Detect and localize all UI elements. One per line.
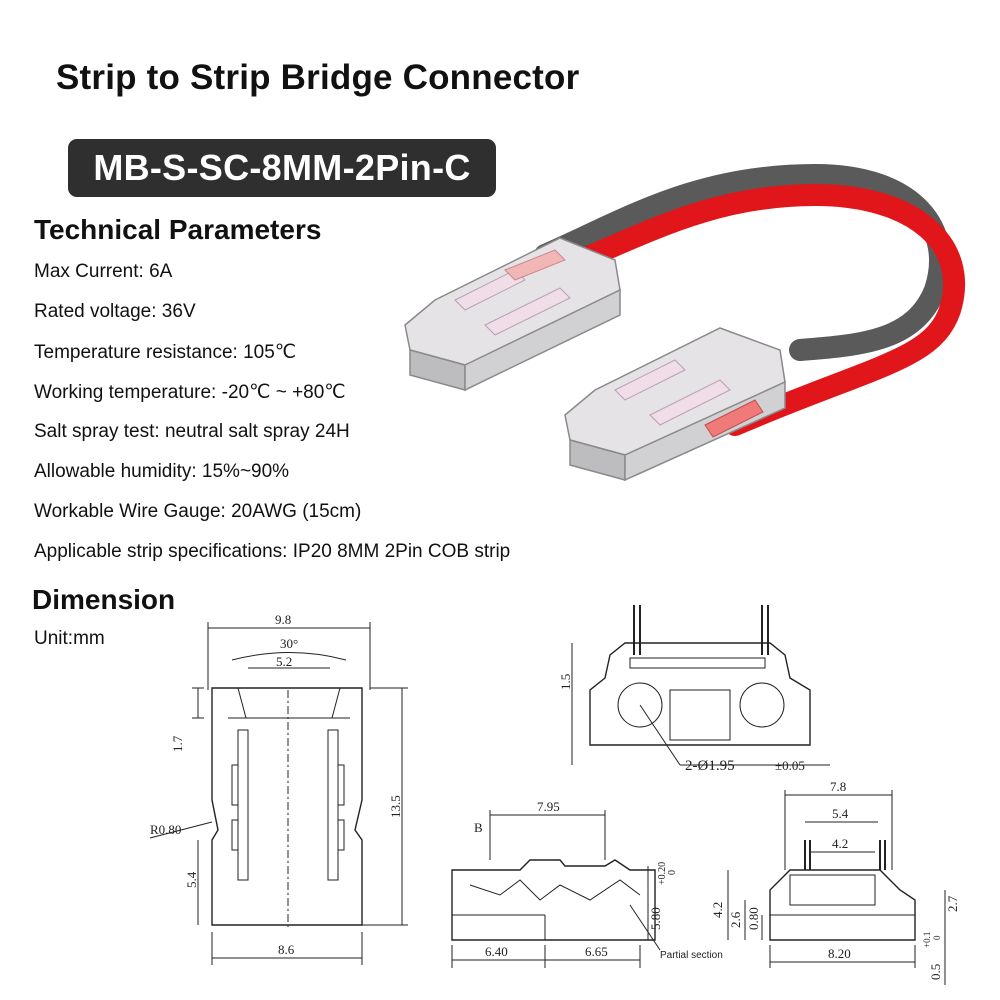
dim-side-tol-plus: +0.20 (657, 862, 668, 885)
dim-holes-tol: ±0.05 (775, 758, 805, 773)
dim-end-tol-zero: 0 (932, 935, 942, 940)
dim-front-h: 1.5 (558, 674, 573, 690)
dim-h1: 1.7 (170, 735, 185, 752)
param-salt-spray: Salt spray test: neutral salt spray 24H (34, 421, 350, 442)
dim-h2: 5.4 (184, 871, 199, 888)
dim-top-width: 9.8 (275, 612, 291, 627)
dim-side-h: 5.80 (648, 907, 663, 930)
dim-side-tol-zero: 0 (667, 870, 678, 875)
page-title: Strip to Strip Bridge Connector (56, 58, 580, 97)
gray-wire (534, 163, 951, 361)
dimension-heading: Dimension (32, 584, 176, 615)
dim-height: 13.5 (388, 795, 403, 818)
product-image (404, 163, 966, 482)
dim-bottom-width: 8.6 (278, 942, 295, 957)
param-working-temperature: Working temperature: -20℃ ~ +80℃ (34, 382, 346, 403)
dim-end-w1: 7.8 (830, 779, 846, 794)
right-connector (564, 327, 786, 482)
param-humidity: Allowable humidity: 15%~90% (34, 461, 290, 482)
dim-inner-width: 5.2 (276, 654, 292, 669)
left-connector (404, 237, 621, 392)
dim-end-h5: 0.5 (928, 964, 943, 980)
model-badge: MB-S-SC-8MM-2Pin-C (68, 139, 496, 197)
top-view (149, 622, 408, 965)
dim-angle: 30° (280, 636, 298, 651)
dim-radius: R0.80 (150, 822, 181, 837)
dim-holes: 2-Ø1.95 (685, 758, 735, 774)
dim-b-mark: B (474, 820, 483, 835)
dimension-drawing: 9.8 30° 5.2 1.7 13.5 R0.80 5.4 8.6 1.5 2… (149, 605, 960, 985)
param-temperature-resistance: Temperature resistance: 105℃ (34, 342, 297, 363)
red-wire (534, 183, 966, 436)
dim-end-h3: 0.80 (746, 907, 761, 930)
dim-end-w4: 8.20 (828, 946, 851, 961)
partial-section-label: Partial section (660, 950, 723, 961)
dim-side-left: 6.40 (485, 944, 508, 959)
front-view (571, 605, 830, 766)
dim-end-w2: 5.4 (832, 806, 849, 821)
param-wire-gauge: Workable Wire Gauge: 20AWG (15cm) (34, 501, 362, 522)
dim-end-h1: 4.2 (710, 902, 725, 918)
param-max-current: Max Current: 6A (34, 261, 173, 282)
dim-side-top: 7.95 (537, 799, 560, 814)
technical-parameters-heading: Technical Parameters (34, 214, 322, 245)
dim-end-h2: 2.6 (728, 911, 743, 928)
dim-end-w3: 4.2 (832, 836, 848, 851)
dim-end-h4: 2.7 (945, 895, 960, 912)
side-view (451, 810, 661, 968)
end-view (727, 790, 946, 985)
unit-label: Unit:mm (34, 628, 105, 649)
dim-end-tol-plus: +0.1 (922, 932, 932, 948)
dim-side-right: 6.65 (585, 944, 608, 959)
param-strip-spec: Applicable strip specifications: IP20 8M… (34, 541, 511, 562)
param-rated-voltage: Rated voltage: 36V (34, 301, 196, 322)
